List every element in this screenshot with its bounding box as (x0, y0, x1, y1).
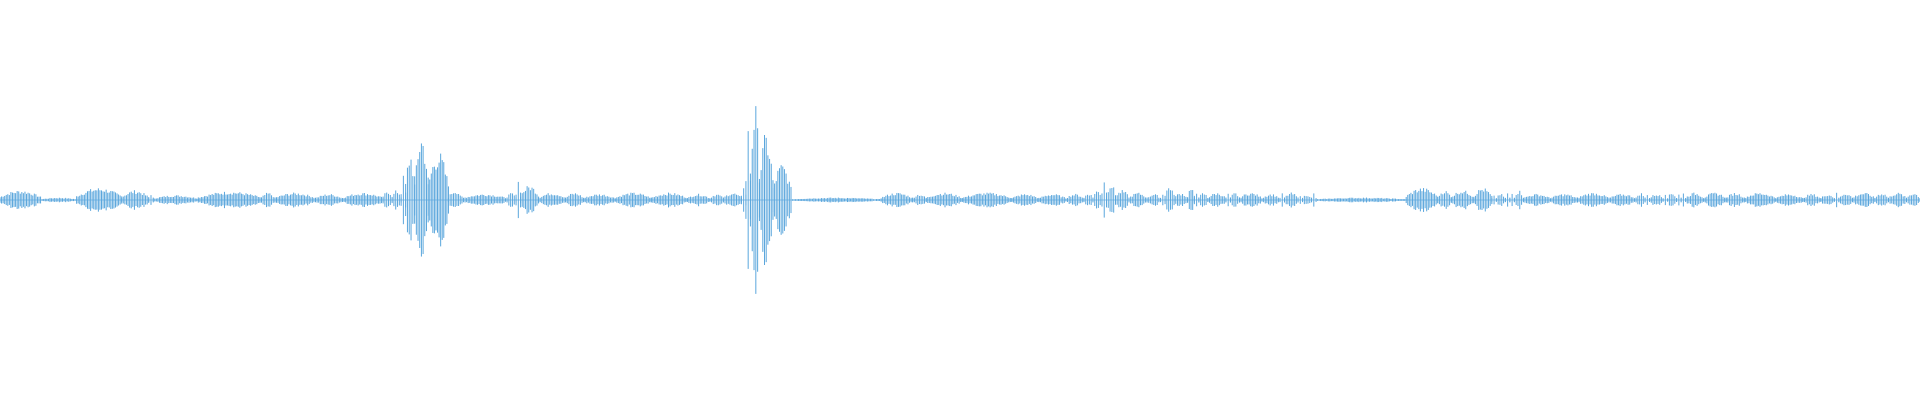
waveform-bars (0, 106, 1920, 294)
